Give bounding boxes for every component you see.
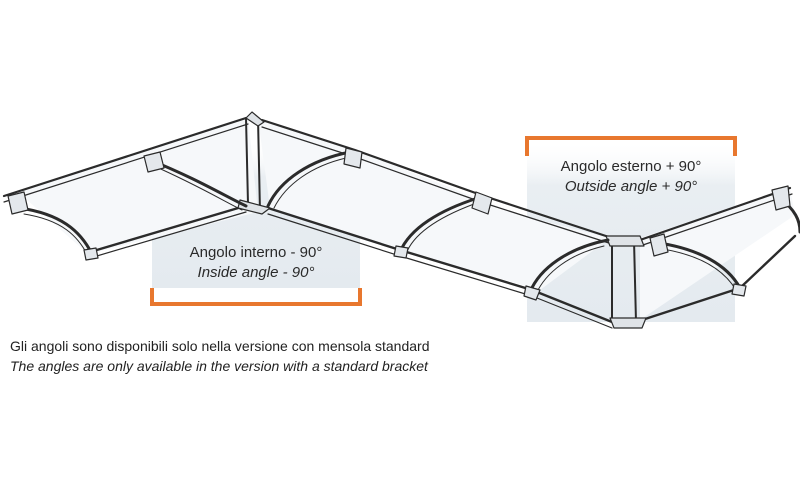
outside-angle-label: Angolo esterno + 90° Outside angle + 90° <box>527 157 735 197</box>
caption-italian: Gli angoli sono disponibili solo nella v… <box>10 338 430 354</box>
caption: Gli angoli sono disponibili solo nella v… <box>10 336 429 376</box>
outside-angle-title-en: Outside angle + 90° <box>564 178 698 195</box>
inside-angle-title-en: Inside angle - 90° <box>197 264 315 281</box>
outside-angle-bracket <box>525 136 737 156</box>
inside-angle-title-it: Angolo interno - 90° <box>189 244 323 261</box>
inside-angle-bracket <box>150 288 362 306</box>
canopy-structure <box>2 111 800 329</box>
inside-angle-label: Angolo interno - 90° Inside angle - 90° <box>152 243 360 283</box>
caption-english: The angles are only available in the ver… <box>10 358 428 374</box>
outside-angle-title-it: Angolo esterno + 90° <box>560 158 702 175</box>
